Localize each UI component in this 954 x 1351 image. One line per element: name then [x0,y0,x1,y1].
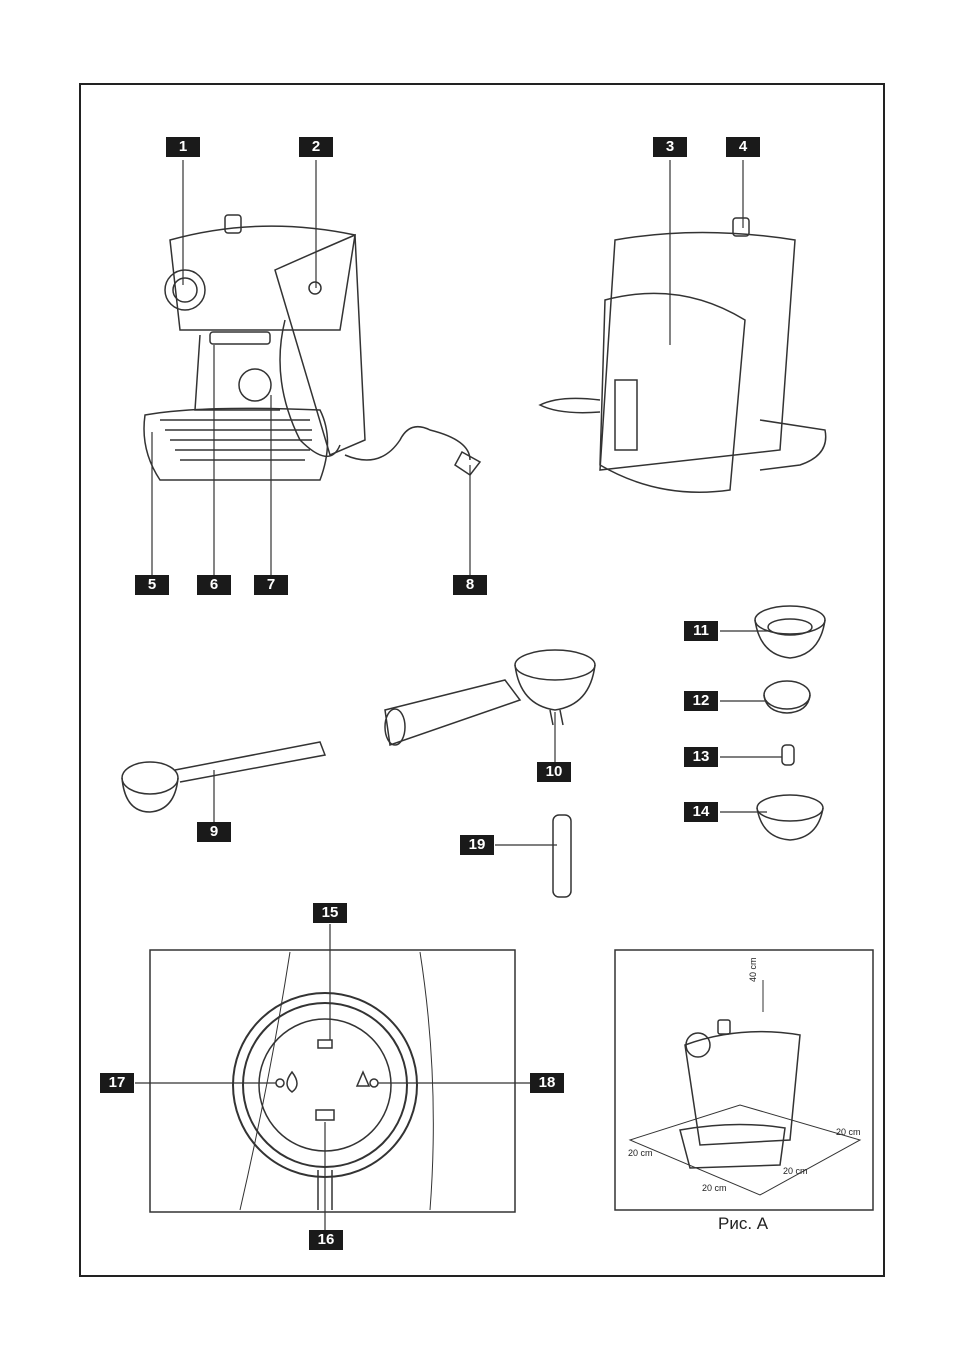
clearance-front-label: 20 cm [702,1183,727,1193]
callout-6: 6 [197,575,231,595]
figure-caption: Рис. А [718,1214,768,1234]
callout-2: 2 [299,137,333,157]
callout-17: 17 [100,1073,134,1093]
clearance-figure [615,950,873,1210]
callout-3: 3 [653,137,687,157]
machine-front-view [144,215,480,480]
callout-12: 12 [684,691,718,711]
callout-5: 5 [135,575,169,595]
callout-14: 14 [684,802,718,822]
callout-1: 1 [166,137,200,157]
clearance-left-label: 20 cm [628,1148,653,1158]
callout-10: 10 [537,762,571,782]
callout-4: 4 [726,137,760,157]
callout-19: 19 [460,835,494,855]
measuring-scoop [122,742,325,812]
clearance-right-label: 20 cm [783,1166,808,1176]
control-panel-detail [150,950,515,1212]
callout-15: 15 [313,903,347,923]
clearance-back-label: 20 cm [836,1127,861,1137]
callout-7: 7 [254,575,288,595]
callout-16: 16 [309,1230,343,1250]
callout-18: 18 [530,1073,564,1093]
callout-8: 8 [453,575,487,595]
portafilter [385,650,595,745]
clearance-top-label: 40 cm [748,957,758,982]
callout-9: 9 [197,822,231,842]
machine-rear-view [540,218,826,492]
callout-11: 11 [684,621,718,641]
callout-13: 13 [684,747,718,767]
